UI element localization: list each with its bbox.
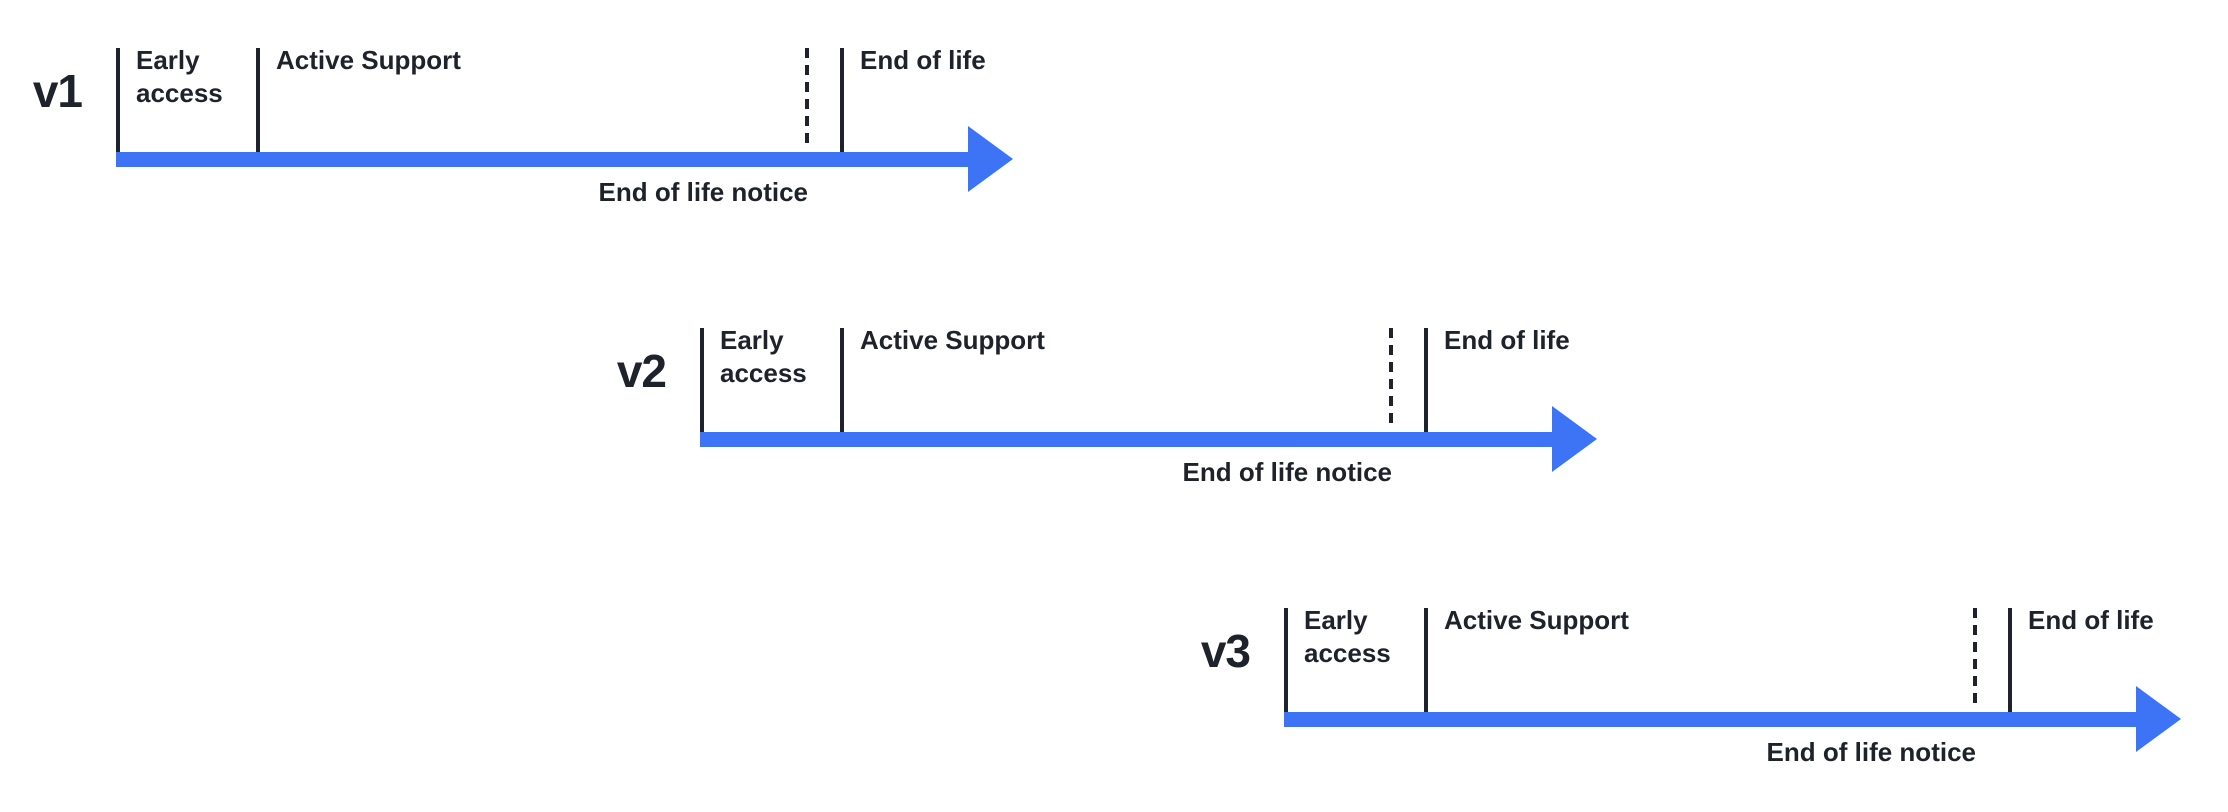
early-access-label: Early access — [1304, 605, 1391, 668]
timeline-arrow-line — [1284, 712, 2138, 727]
eol-notice-dashed-line — [1973, 608, 1977, 708]
timeline-row-v1: v1 Early access Active Support End of li… — [33, 45, 1068, 228]
timeline-arrow-line — [700, 432, 1554, 447]
timeline-start-tick — [1284, 608, 1288, 712]
timeline-arrow-line — [116, 152, 970, 167]
eol-notice-dashed-line — [805, 48, 809, 148]
version-label: v3 — [1200, 625, 1251, 677]
active-support-label: Active Support — [1444, 605, 1629, 635]
active-support-label: Active Support — [276, 45, 461, 75]
timeline-row-v2: v2 Early access Active Support End of li… — [617, 325, 1652, 508]
end-of-life-tick — [1424, 328, 1428, 433]
timeline-start-tick — [700, 328, 704, 432]
end-of-life-label: End of life — [2028, 605, 2154, 635]
early-access-end-tick — [256, 48, 260, 152]
version-label: v1 — [32, 65, 83, 117]
early-access-end-tick — [840, 328, 844, 432]
arrowhead-icon — [968, 126, 1013, 192]
end-of-life-notice-label: End of life notice — [1766, 737, 1976, 767]
end-of-life-notice-label: End of life notice — [598, 177, 808, 207]
version-label: v2 — [616, 345, 667, 397]
timeline-row-v3: v3 Early access Active Support End of li… — [1201, 605, 2228, 788]
end-of-life-label: End of life — [860, 45, 986, 75]
end-of-life-tick — [840, 48, 844, 153]
arrowhead-icon — [2136, 686, 2181, 752]
end-of-life-tick — [2008, 608, 2012, 713]
early-access-label: Early access — [136, 45, 223, 108]
end-of-life-notice-label: End of life notice — [1182, 457, 1392, 487]
early-access-label: Early access — [720, 325, 807, 388]
arrowhead-icon — [1552, 406, 1597, 472]
early-access-end-tick — [1424, 608, 1428, 712]
eol-notice-dashed-line — [1389, 328, 1393, 428]
active-support-label: Active Support — [860, 325, 1045, 355]
end-of-life-label: End of life — [1444, 325, 1570, 355]
timeline-start-tick — [116, 48, 120, 152]
